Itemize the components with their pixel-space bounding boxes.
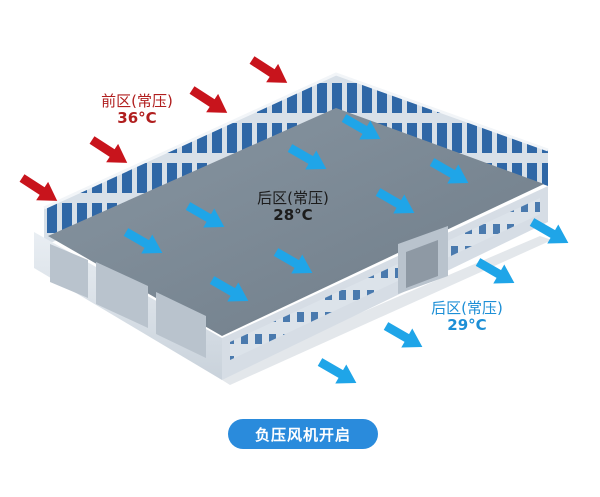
- roof-arrow-7-arrow-icon: [273, 248, 313, 274]
- back-left-wall: [44, 74, 336, 246]
- loading-dock-middle: [96, 262, 148, 328]
- front-zone-temp: 36°C: [117, 109, 157, 128]
- roof-parapet: [43, 72, 549, 210]
- loading-dock-right: [156, 292, 206, 358]
- front-zone-name: 前区(常压): [101, 92, 173, 110]
- status-badge: 负压风机开启: [228, 419, 378, 449]
- outflow-arrow-4-arrow-icon: [317, 358, 357, 384]
- roof-arrow-2-arrow-icon: [429, 158, 469, 184]
- airflow-arrows: [19, 56, 569, 384]
- center-zone-temp: 28°C: [273, 206, 313, 225]
- front-right-windows: [230, 198, 540, 360]
- roof: [48, 108, 544, 336]
- roof-arrow-6-arrow-icon: [123, 228, 163, 254]
- back-right-wall: [336, 74, 548, 186]
- roof-arrow-8-arrow-icon: [209, 276, 249, 302]
- front-zone-label: 前区(常压) 36°C: [82, 92, 192, 128]
- ground-shadow: [36, 236, 552, 385]
- center-zone-name: 后区(常压): [257, 189, 329, 207]
- inflow-arrow-4-arrow-icon: [249, 56, 288, 83]
- roof-arrow-3-arrow-icon: [287, 144, 327, 170]
- inflow-arrow-2-arrow-icon: [89, 136, 128, 163]
- inflow-arrow-1-arrow-icon: [19, 174, 58, 201]
- loading-dock-center-door: [406, 240, 438, 288]
- roof-arrow-5-arrow-icon: [185, 202, 225, 228]
- roof-arrow-4-arrow-icon: [375, 188, 415, 214]
- inflow-arrow-3-arrow-icon: [189, 86, 228, 113]
- right-zone-temp: 29°C: [447, 316, 487, 335]
- center-zone-label: 后区(常压) 28°C: [238, 189, 348, 225]
- outflow-arrow-3-arrow-icon: [383, 322, 423, 348]
- outflow-arrow-1-arrow-icon: [529, 218, 569, 244]
- factory-building: [34, 72, 552, 385]
- right-zone-label: 后区(常压) 29°C: [412, 299, 522, 335]
- loading-dock-left: [50, 244, 88, 298]
- status-badge-label: 负压风机开启: [254, 425, 351, 444]
- outflow-arrow-2-arrow-icon: [475, 258, 515, 284]
- right-zone-name: 后区(常压): [431, 299, 503, 317]
- roof-arrow-1-arrow-icon: [341, 114, 381, 140]
